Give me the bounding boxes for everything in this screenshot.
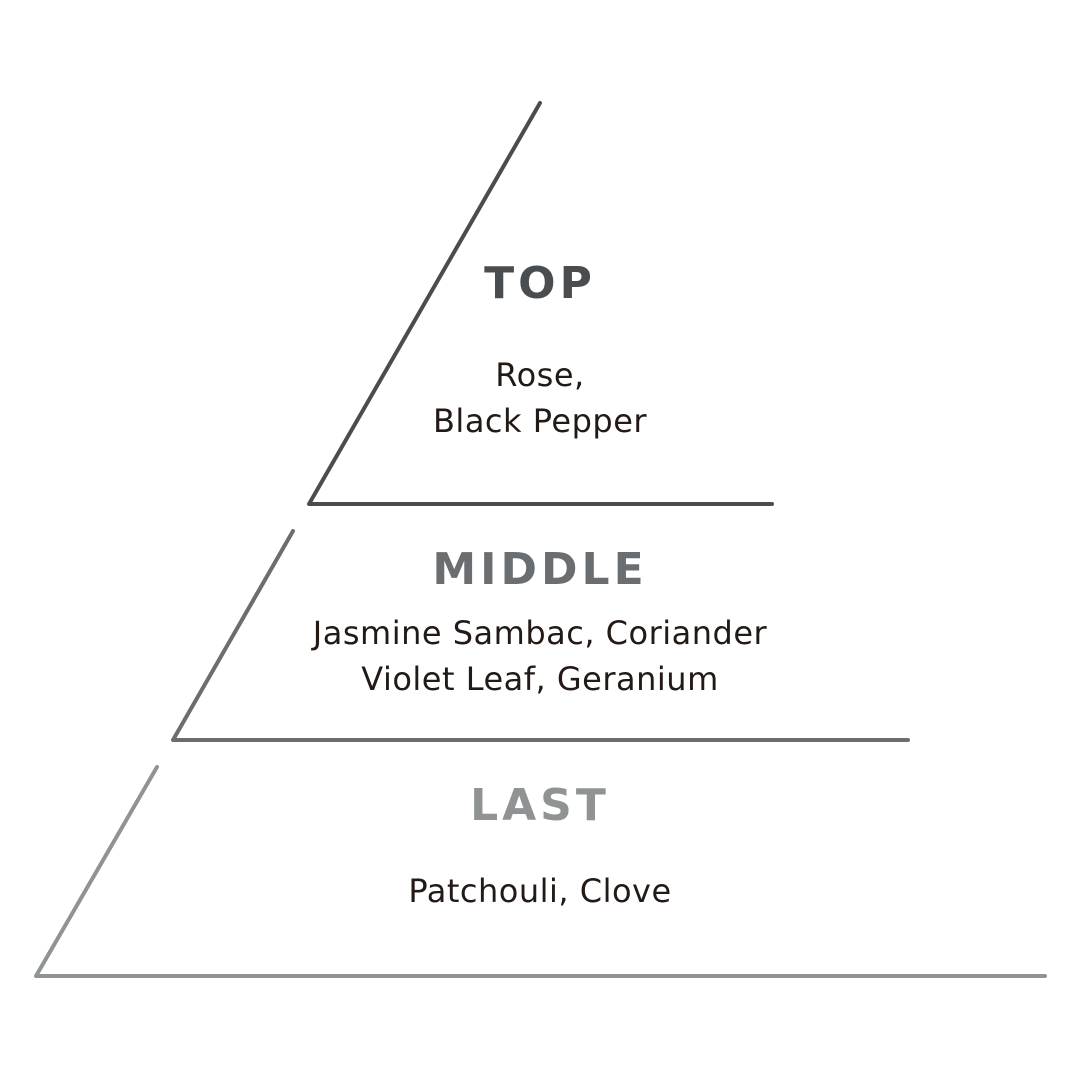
last-tier-outline: [34, 765, 1047, 978]
last-tier-notes: Patchouli, Clove: [0, 868, 1080, 914]
middle-note-line-1: Jasmine Sambac, Coriander: [312, 614, 768, 652]
last-tier-heading: LAST: [470, 780, 610, 831]
top-tier-outline: [307, 101, 774, 506]
top-note-line-2: Black Pepper: [432, 402, 648, 440]
middle-tier-notes: Jasmine Sambac, Coriander Violet Leaf, G…: [0, 610, 1080, 702]
middle-note-line-2: Violet Leaf, Geranium: [361, 660, 719, 698]
top-tier-heading: TOP: [484, 258, 596, 309]
top-tier-notes: Rose, Black Pepper: [0, 352, 1080, 444]
top-note-line-1: Rose,: [495, 356, 585, 394]
last-note-line-1: Patchouli, Clove: [408, 872, 672, 910]
middle-tier-outline: [171, 529, 910, 742]
middle-tier-heading: MIDDLE: [432, 544, 648, 595]
